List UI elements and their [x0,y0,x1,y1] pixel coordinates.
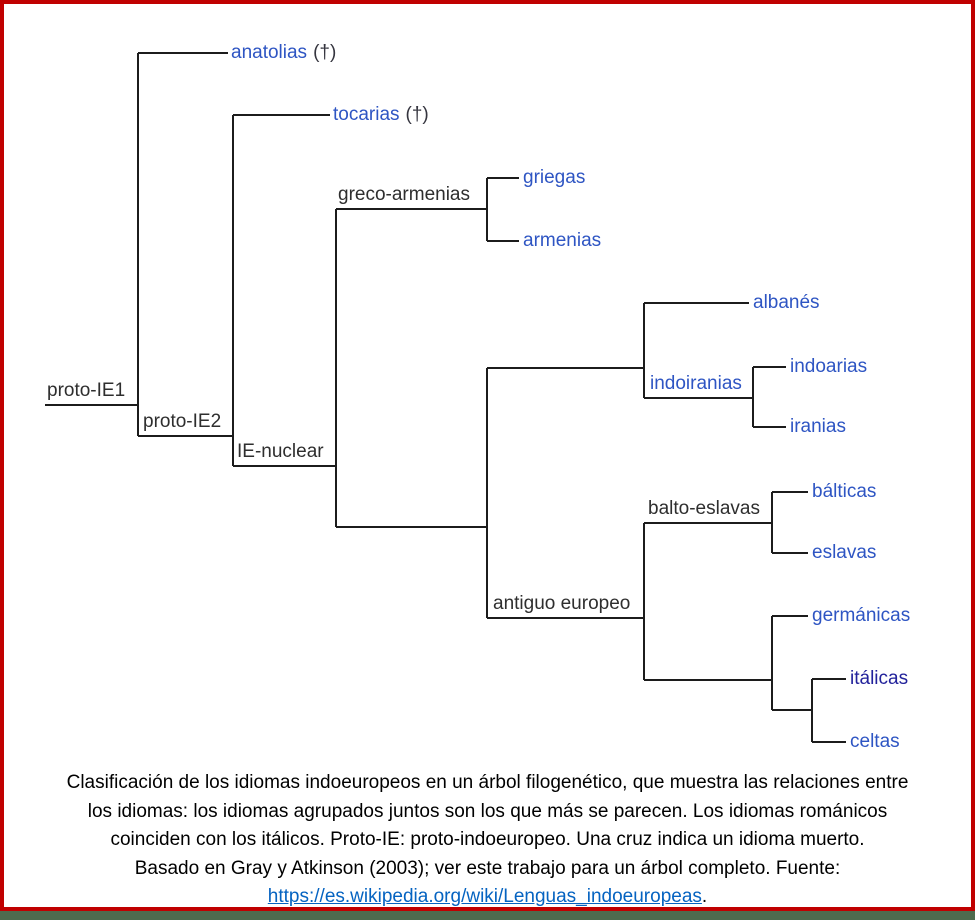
caption-line-5: https://es.wikipedia.org/wiki/Lenguas_in… [14,883,961,912]
dagger-extinct: (†) [405,104,429,125]
node-balto-eslavas: balto-eslavas [648,498,760,519]
leaf-germanicas: germánicas [812,605,911,626]
caption-line-2: los idiomas: los idiomas agrupados junto… [87,800,888,822]
leaf-indoarias: indoarias [790,356,868,377]
node-greco-armenias: greco-armenias [338,184,470,205]
leaf-italicas: itálicas [850,668,909,689]
caption-line-4: Basado en Gray y Atkinson (2003); ver es… [134,857,841,879]
bottom-green-strip [0,911,975,920]
caption-line-3: coinciden con los itálicos. Proto-IE: pr… [110,829,865,850]
leaf-eslavas: eslavas [812,542,877,563]
leaf-armenias: armenias [523,230,602,251]
link-period: . [701,886,708,907]
leaf-iranias: iranias [790,416,846,437]
figure-caption: Clasificación de los idiomas indoeuropeo… [14,769,961,912]
phylogenetic-tree-lines [45,52,846,743]
leaf-griegas: griegas [523,167,586,188]
leaf-anatolias: anatolias(†) [231,42,337,63]
dagger-extinct: (†) [313,42,337,63]
leaf-celtas: celtas [850,731,900,752]
wikipedia-link[interactable]: https://es.wikipedia.org/wiki/Lenguas_in… [267,886,702,907]
node-antiguo-europeo: antiguo europeo [493,593,631,614]
leaf-balticas: bálticas [812,481,877,502]
node-proto-ie1: proto-IE1 [47,380,126,401]
leaf-tocarias: tocarias(†) [333,104,429,125]
node-ie-nuclear: IE-nuclear [237,441,324,462]
node-proto-ie2: proto-IE2 [143,411,222,432]
node-indoiranias: indoiranias [650,373,742,394]
caption-line-1: Clasificación de los idiomas indoeuropeo… [66,772,909,793]
leaf-albanes: albanés [753,292,820,313]
